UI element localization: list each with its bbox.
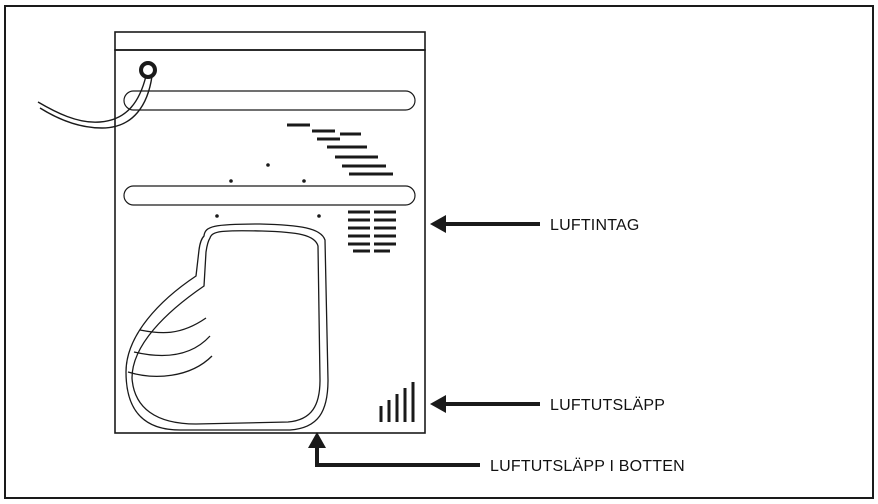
air-intake-arrow xyxy=(430,215,540,233)
appliance-back-panel xyxy=(114,49,426,434)
air-outlet-bottom-label: LUFTUTSLÄPP I BOTTEN xyxy=(490,457,685,475)
duct-cover-fold-3 xyxy=(127,355,213,377)
screw-dots xyxy=(215,163,321,218)
duct-cover xyxy=(125,223,329,431)
cord-cable-outer xyxy=(37,75,147,123)
outer-frame xyxy=(4,5,874,499)
duct-cover-outer xyxy=(125,223,329,431)
air-outlet-arrow xyxy=(430,395,540,413)
middle-rail xyxy=(123,185,416,206)
upper-vent-slots xyxy=(287,123,393,176)
cord-cable-inner xyxy=(39,75,153,129)
duct-cover-fold-1 xyxy=(139,317,207,334)
duct-cover-inner xyxy=(131,230,321,425)
air-outlet-label: LUFTUTSLÄPP xyxy=(550,396,665,414)
power-cord xyxy=(37,61,157,129)
air-outlet-bottom-arrow xyxy=(308,432,480,467)
air-intake-vent-slots xyxy=(348,210,396,253)
upper-rail xyxy=(123,90,416,111)
air-intake-label: LUFTINTAG xyxy=(550,217,640,234)
appliance-body xyxy=(114,31,426,434)
air-outlet-vent-bars xyxy=(379,382,415,422)
appliance-top-panel xyxy=(114,31,426,51)
cord-inlet xyxy=(139,61,157,79)
duct-cover-fold-2 xyxy=(133,335,211,356)
